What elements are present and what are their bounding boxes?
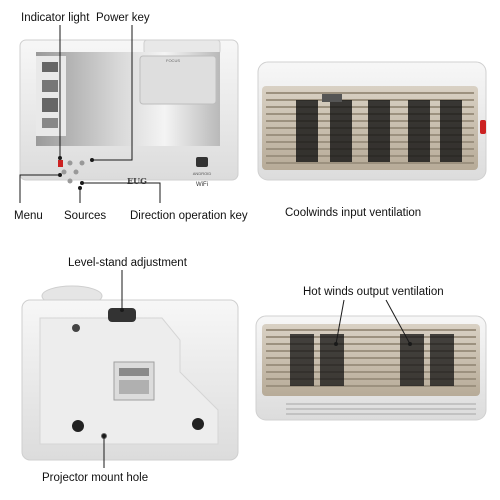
projector-side-view <box>255 315 487 421</box>
mount-hole-label: Projector mount hole <box>42 472 149 484</box>
android-icon <box>196 157 208 167</box>
coolwinds-label: Coolwinds input ventilation <box>285 207 422 219</box>
android-text: ANDROID <box>193 171 212 176</box>
hot-winds-label: Hot winds output ventilation <box>303 286 444 298</box>
mount-hole <box>72 420 84 432</box>
brand-logo: EUG <box>127 176 147 186</box>
sources-label: Sources <box>64 210 107 222</box>
projector-top-view: ANDROID WiFi EUG FOCUS <box>19 39 239 188</box>
focus-text: FOCUS <box>166 58 180 63</box>
callout-lines-bottom-left <box>102 270 124 468</box>
projector-rear-view <box>257 61 487 181</box>
projector-bottom-view <box>21 285 239 461</box>
direction-key-label: Direction operation key <box>130 210 248 222</box>
wifi-logo: WiFi <box>196 182 208 188</box>
power-button <box>58 160 63 167</box>
callout-lines-top-left <box>19 25 161 203</box>
indicator-light-label: Indicator light <box>21 12 90 24</box>
callout-lines-bottom-right <box>334 299 412 346</box>
menu-label: Menu <box>14 210 43 222</box>
rear-red-marker <box>480 120 486 134</box>
level-stand-foot <box>108 308 136 322</box>
power-key-label: Power key <box>96 12 150 24</box>
level-stand-label: Level-stand adjustment <box>68 257 187 269</box>
